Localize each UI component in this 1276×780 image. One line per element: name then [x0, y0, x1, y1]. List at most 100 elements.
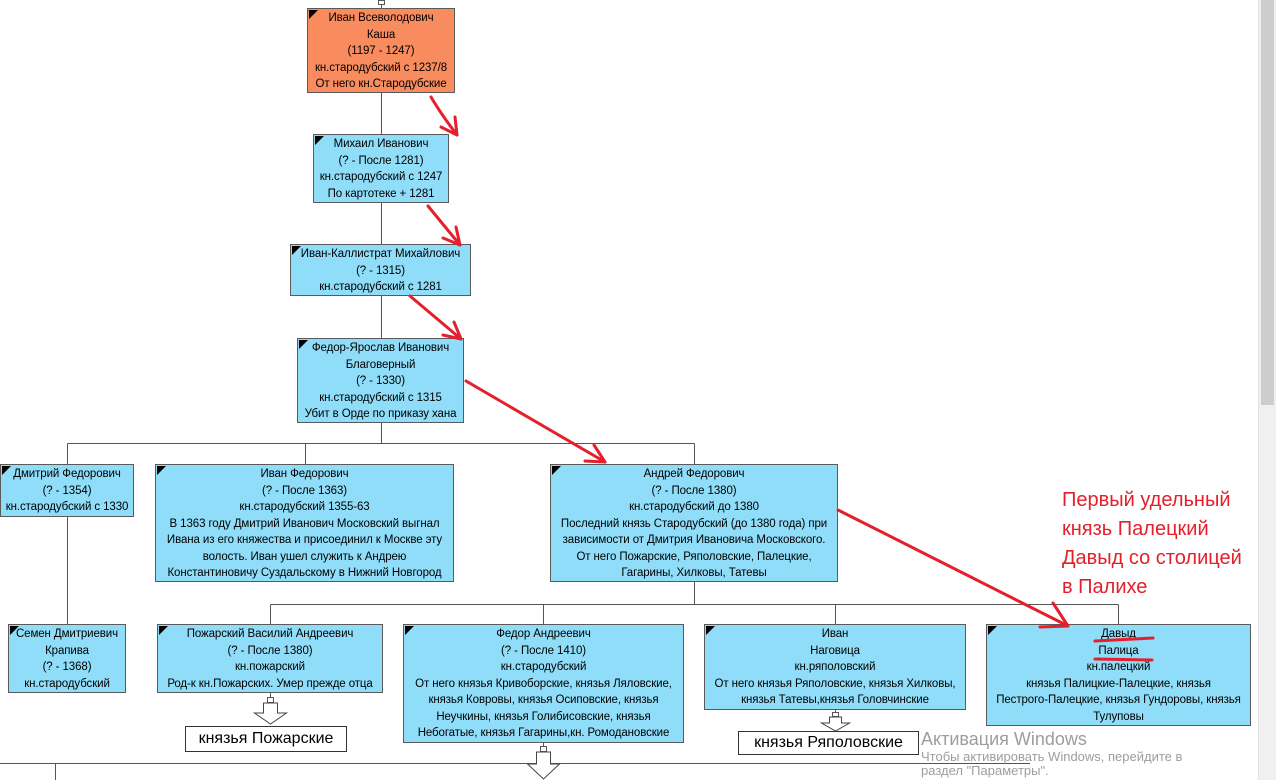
person-title: кн.стародубский — [500, 661, 587, 673]
person-node-vasily-pozharsky[interactable]: Пожарский Василий Андреевич (? - После 1… — [157, 624, 383, 693]
collapse-toggle[interactable] — [267, 697, 274, 703]
person-note: От него князья Кривоборские, князья Ляло… — [415, 677, 672, 690]
person-note: Тулуповы — [1093, 710, 1144, 723]
annotation-note: Первый удельный князь Палецкий Давыд со … — [1062, 486, 1242, 602]
person-note: По картотеке + 1281 — [327, 187, 435, 200]
person-note: Неучкины, князья Голибисовские, князья — [436, 710, 651, 723]
person-node-ivan-nagovitsa[interactable]: Иван Наговица кн.ряполовский От него кня… — [704, 624, 966, 710]
annotation-line: князь Палецкий — [1062, 518, 1209, 540]
person-title: кн.стародубский с 1315 — [319, 391, 442, 404]
annotation-line: в Палихе — [1062, 576, 1148, 598]
note-marker-icon — [2, 466, 11, 475]
person-name: Семен Дмитриевич — [15, 628, 119, 640]
person-nickname: Благоверный — [345, 358, 416, 371]
branch-label-pozharsky[interactable]: князья Пожарские — [185, 726, 347, 752]
vertical-scrollbar[interactable] — [1258, 0, 1276, 780]
person-note: князья Палицкие-Палецкие, князья — [1026, 677, 1211, 690]
person-name: Пожарский Василий Андреевич — [186, 628, 354, 640]
person-note: От него Пожарские, Ряполовские, Палецкие… — [576, 550, 812, 563]
person-name: Федор-Ярослав Иванович — [311, 342, 450, 354]
person-node-mikhail-ivanovich[interactable]: Михаил Иванович (? - После 1281) кн.стар… — [313, 134, 449, 203]
person-node-fedor-yaroslav-ivanovich[interactable]: Федор-Ярослав Иванович Благоверный (? - … — [297, 338, 464, 423]
person-note: От него князья Ряполовские, князья Хилко… — [714, 677, 956, 690]
person-title: кн.стародубский с 1237/8 — [315, 61, 447, 74]
person-note: Убит в Орде по приказу хана — [304, 408, 457, 420]
person-nickname: Наговица — [810, 644, 860, 657]
person-node-ivan-fedorovich[interactable]: Иван Федорович (? - После 1363) кн.старо… — [155, 464, 454, 582]
person-dates: (? - После 1410) — [501, 644, 586, 657]
person-nickname: Крапива — [45, 644, 89, 657]
person-name: Михаил Иванович — [333, 138, 429, 150]
person-note: В 1363 году Дмитрий Иванович Московский … — [169, 517, 440, 530]
note-marker-icon — [157, 466, 166, 475]
collapse-toggle[interactable] — [378, 0, 385, 5]
person-note: От него кн.Стародубские — [315, 78, 447, 90]
person-node-ivan-vsevolodovich-kasha[interactable]: Иван Всеволодович Каша (1197 - 1247) кн.… — [307, 8, 455, 93]
person-node-andrey-fedorovich[interactable]: Андрей Федорович (? - После 1380) кн.ста… — [550, 464, 838, 582]
person-title: кн.стародубский 1355-63 — [239, 501, 370, 513]
person-title: кн.стародубский с 1330 — [5, 501, 129, 513]
expand-down-arrow-icon[interactable] — [526, 751, 561, 780]
person-name: Иван Всеволодович — [328, 12, 434, 24]
person-name: Федор Андреевич — [496, 628, 591, 640]
person-name: Давыд — [1101, 628, 1136, 640]
note-marker-icon — [706, 626, 715, 635]
expand-down-arrow-icon[interactable] — [252, 702, 289, 725]
note-marker-icon — [159, 626, 168, 635]
person-node-fedor-andreevich[interactable]: Федор Андреевич (? - После 1410) кн.стар… — [403, 624, 684, 743]
person-title: кн.ряполовский — [794, 661, 876, 673]
person-dates: (? - 1330) — [356, 375, 405, 387]
person-node-semen-dmitrievich-krapiva[interactable]: Семен Дмитриевич Крапива (? - 1368) кн.с… — [8, 624, 126, 693]
person-title: кн.пожарский — [235, 661, 305, 673]
person-dates: (? - 1368) — [42, 661, 92, 673]
person-title: кн.стародубский — [24, 677, 110, 690]
person-dates: (? - После 1363) — [262, 484, 347, 497]
branch-label-ryapolovsky[interactable]: князья Ряполовские — [738, 731, 919, 755]
person-dates: (? - 1315) — [356, 264, 405, 277]
person-dates: (? - 1354) — [42, 484, 92, 497]
person-node-david-palitsa[interactable]: Давыд Палица кн.палецкий князья Палицкие… — [986, 624, 1251, 726]
annotation-line: Давыд со столицей — [1062, 547, 1242, 569]
collapse-toggle[interactable] — [832, 712, 839, 717]
person-name: Андрей Федорович — [643, 468, 745, 480]
note-marker-icon — [309, 10, 318, 19]
person-dates: (? - После 1281) — [338, 154, 424, 167]
expand-down-arrow-icon[interactable] — [819, 716, 852, 732]
note-marker-icon — [552, 466, 561, 475]
person-dates: (? - После 1380) — [227, 644, 313, 657]
note-marker-icon — [292, 246, 301, 255]
person-note: Последний князь Стародубский (до 1380 го… — [560, 517, 828, 530]
person-dates: (1197 - 1247) — [347, 45, 415, 57]
person-note: волость. Иван ушел служить к Андрею — [202, 550, 407, 563]
note-marker-icon — [405, 626, 414, 635]
person-note: Ивана из его княжества и присоединил к М… — [166, 534, 443, 546]
annotation-line: Первый удельный — [1062, 489, 1231, 511]
scrollbar-thumb[interactable] — [1261, 0, 1274, 405]
person-nickname: Палица — [1098, 644, 1139, 657]
person-note: зависимости от Дмитрия Ивановича Московс… — [562, 534, 826, 546]
person-title: кн.стародубский до 1380 — [629, 501, 759, 513]
person-name: Иван — [821, 628, 849, 640]
note-marker-icon — [988, 626, 997, 635]
note-marker-icon — [299, 340, 308, 349]
collapse-toggle[interactable] — [540, 746, 547, 752]
person-node-ivan-kallistrat-mikhailovich[interactable]: Иван-Каллистрат Михайлович (? - 1315) кн… — [290, 244, 471, 296]
note-marker-icon — [315, 136, 324, 145]
person-note: Гагарины, Хилковы, Татевы — [621, 567, 767, 579]
person-title: кн.стародубский с 1247 — [319, 171, 443, 183]
person-note: Пестрого-Палецкие, князья Гундоровы, кня… — [996, 694, 1241, 706]
person-dates: (? - После 1380) — [651, 484, 737, 497]
person-note: князья Татевы,князья Головчинские — [741, 694, 929, 706]
person-node-dmitry-fedorovich[interactable]: Дмитрий Федорович (? - 1354) кн.стародуб… — [0, 464, 134, 517]
person-title: кн.палецкий — [1086, 661, 1151, 673]
person-title: кн.стародубский с 1281 — [319, 281, 442, 293]
person-note: Небогатые, князья Гагарины,кн. Ромоданов… — [417, 727, 670, 739]
person-name: Иван-Каллистрат Михайлович — [300, 248, 461, 260]
note-marker-icon — [10, 626, 19, 635]
person-name: Дмитрий Федорович — [13, 468, 121, 480]
person-note: Константиновичу Суздальскому в Нижний Но… — [167, 567, 442, 579]
person-nickname: Каша — [366, 28, 396, 41]
person-note: князья Ковровы, князья Осиповские, князь… — [428, 694, 659, 706]
person-note: Род-к кн.Пожарских. Умер прежде отца — [167, 677, 373, 690]
